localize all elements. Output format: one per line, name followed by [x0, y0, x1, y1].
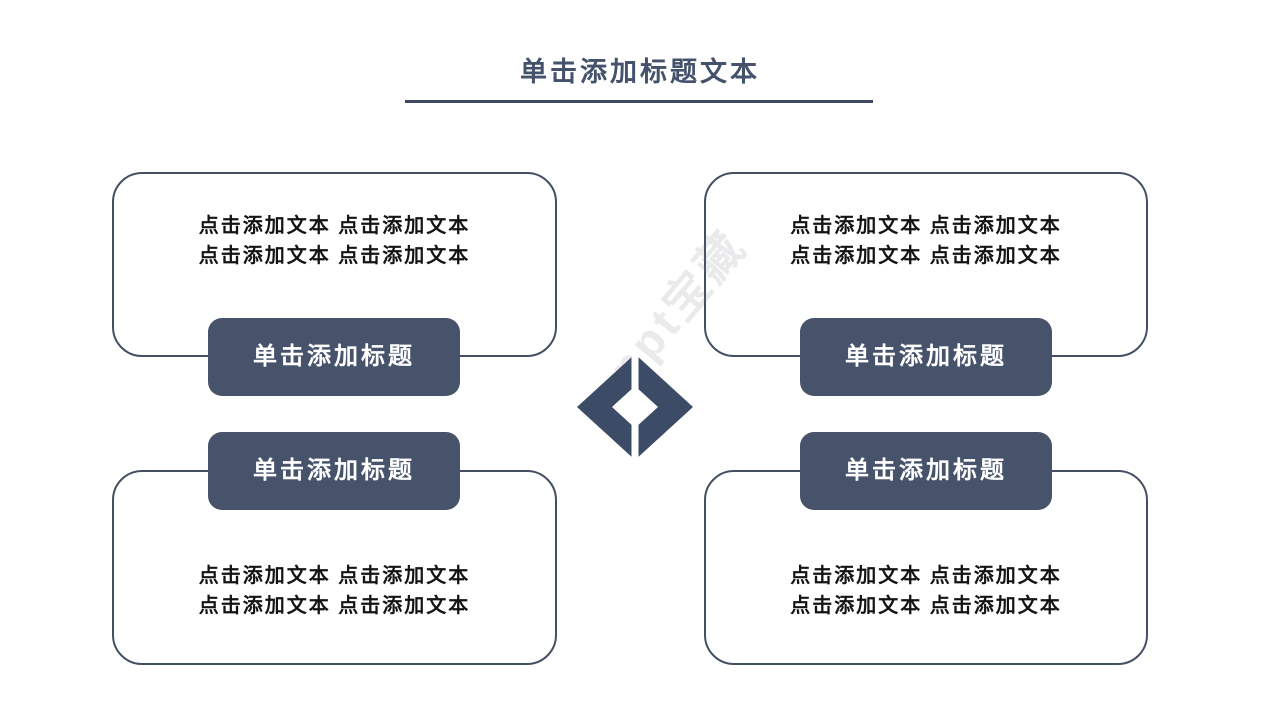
body-line: 点击添加文本 点击添加文本: [790, 595, 1062, 617]
body-text-bottom-left[interactable]: 点击添加文本 点击添加文本 点击添加文本 点击添加文本: [112, 561, 557, 621]
body-line: 点击添加文本 点击添加文本: [198, 245, 471, 267]
badge-bottom-left[interactable]: 单击添加标题: [208, 432, 460, 510]
body-line: 点击添加文本 点击添加文本: [790, 245, 1062, 267]
body-line: 点击添加文本 点击添加文本: [198, 595, 471, 617]
badge-bottom-right[interactable]: 单击添加标题: [800, 432, 1052, 510]
slide-title[interactable]: 单击添加标题文本: [520, 57, 760, 87]
body-line: 点击添加文本 点击添加文本: [790, 565, 1062, 587]
badge-top-right[interactable]: 单击添加标题: [800, 318, 1052, 396]
diamond-logo-icon: [577, 354, 693, 460]
body-line: 点击添加文本 点击添加文本: [790, 215, 1062, 237]
body-text-top-left[interactable]: 点击添加文本 点击添加文本 点击添加文本 点击添加文本: [112, 211, 557, 271]
body-text-bottom-right[interactable]: 点击添加文本 点击添加文本 点击添加文本 点击添加文本: [704, 561, 1148, 621]
title-underline: [405, 100, 873, 103]
body-line: 点击添加文本 点击添加文本: [198, 565, 471, 587]
badge-top-left[interactable]: 单击添加标题: [208, 318, 460, 396]
body-line: 点击添加文本 点击添加文本: [198, 215, 471, 237]
body-text-top-right[interactable]: 点击添加文本 点击添加文本 点击添加文本 点击添加文本: [704, 211, 1148, 271]
